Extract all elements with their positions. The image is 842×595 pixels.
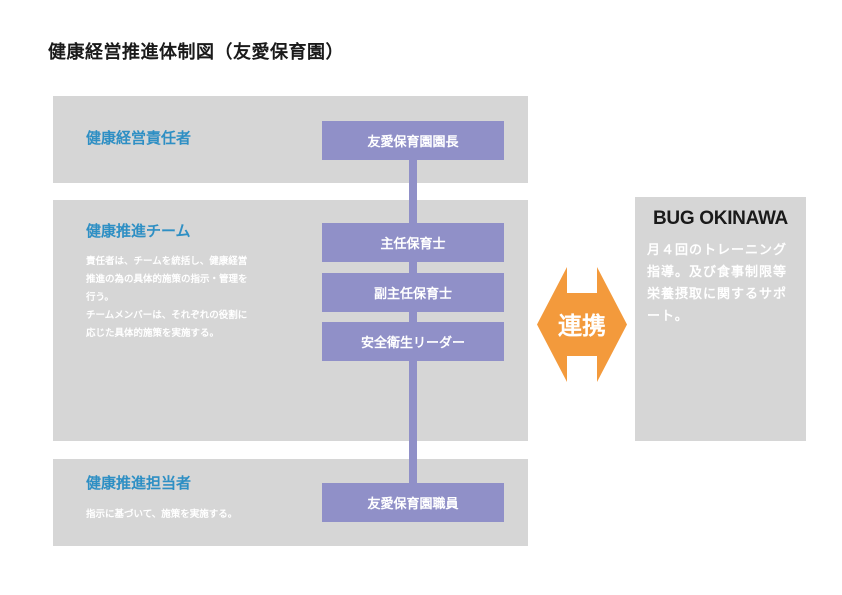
staff-section-description: 指示に基づいて、施策を実施する。 — [86, 509, 238, 520]
collaboration-label: 連携 — [558, 312, 606, 340]
manager-section-title: 健康経営責任者 — [86, 129, 192, 147]
staff-section-title: 健康推進担当者 — [86, 474, 192, 492]
collaboration-arrow-shape — [537, 267, 627, 382]
page-title: 健康経営推進体制図（友愛保育園） — [48, 42, 344, 63]
role-chief-box: 主任保育士 — [322, 223, 504, 262]
role-safety-leader-box: 安全衛生リーダー — [322, 322, 504, 361]
hierarchy-connector-line — [409, 159, 417, 483]
partner-description: 月４回のトレーニング指導。及び食事制限等栄養摂取に関するサポート。 — [647, 243, 788, 324]
role-vice-chief-box: 副主任保育士 — [322, 273, 504, 312]
partner-box: BUG OKINAWA 月４回のトレーニング指導。及び食事制限等栄養摂取に関する… — [635, 197, 806, 441]
partner-name: BUG OKINAWA — [653, 208, 788, 229]
team-section-description: 責任者は、チームを統括し、健康経営 推進の為の具体的施策の指示・管理を 行う。 … — [86, 256, 248, 339]
team-section-title: 健康推進チーム — [86, 222, 191, 240]
role-staff-box: 友愛保育園職員 — [322, 483, 504, 522]
role-director-box: 友愛保育園園長 — [322, 121, 504, 160]
collaboration-arrow-icon: 連携 — [537, 267, 627, 382]
